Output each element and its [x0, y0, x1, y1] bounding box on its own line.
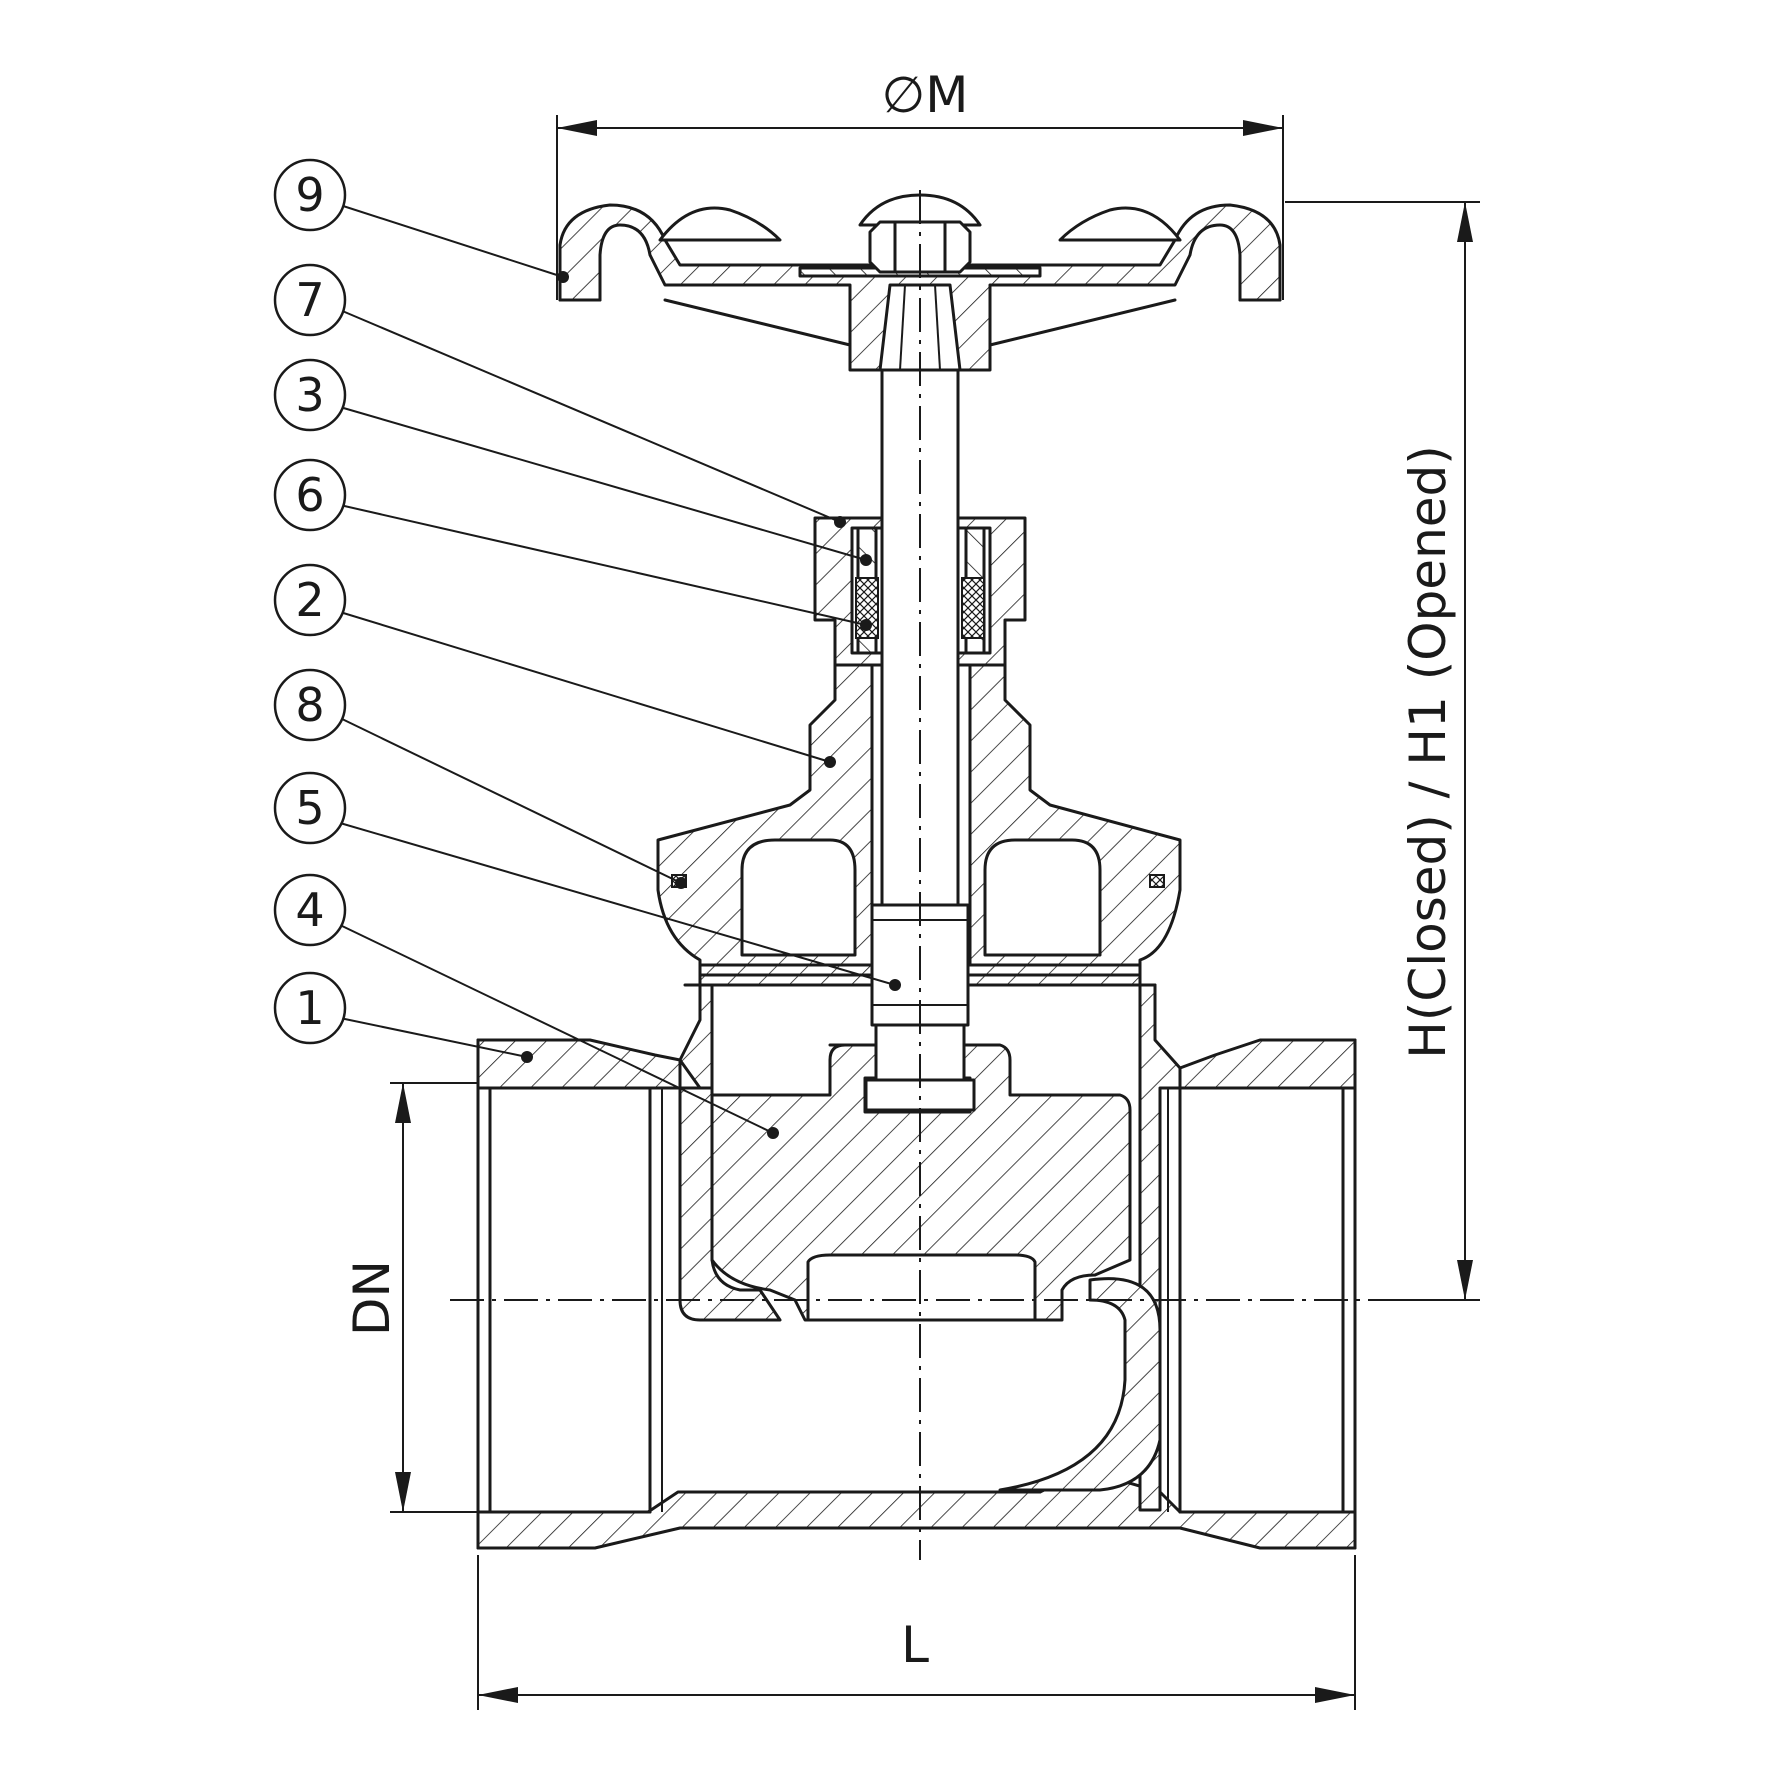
- dimension-height: H(Closed) / H1 (Opened): [1285, 201, 1480, 1301]
- handwheel-diameter-label: ∅M: [882, 66, 969, 124]
- callout-8: 8: [273, 668, 347, 742]
- dimension-length: L: [477, 1555, 1356, 1710]
- callout-leaders: [339, 204, 901, 1139]
- callout-4: 4: [273, 873, 347, 947]
- callout-7-number: 7: [295, 273, 324, 327]
- callout-1-number: 1: [295, 981, 324, 1035]
- callout-2-number: 2: [295, 573, 324, 627]
- callout-7: 7: [273, 263, 347, 337]
- callout-8-number: 8: [295, 678, 324, 732]
- callout-6-number: 6: [295, 468, 324, 522]
- callout-9-number: 9: [295, 168, 324, 222]
- callout-5-number: 5: [295, 781, 324, 835]
- nominal-diameter-label: DN: [343, 1260, 401, 1336]
- callout-1: 1: [273, 971, 347, 1045]
- bonnet-o-ring-right: [1149, 874, 1165, 888]
- callout-3-number: 3: [295, 368, 324, 422]
- callout-3: 3: [273, 358, 347, 432]
- callout-4-number: 4: [295, 883, 324, 937]
- height-label: H(Closed) / H1 (Opened): [1399, 445, 1457, 1059]
- callout-9: 9: [273, 158, 347, 232]
- callout-5: 5: [273, 771, 347, 845]
- dimension-nominal-diameter: DN: [343, 1082, 478, 1513]
- dimension-handwheel-diameter: ∅M: [556, 66, 1284, 300]
- length-label: L: [901, 1616, 929, 1674]
- callout-2: 2: [273, 563, 347, 637]
- valve-body: [476, 983, 1357, 1550]
- callout-6: 6: [273, 458, 347, 532]
